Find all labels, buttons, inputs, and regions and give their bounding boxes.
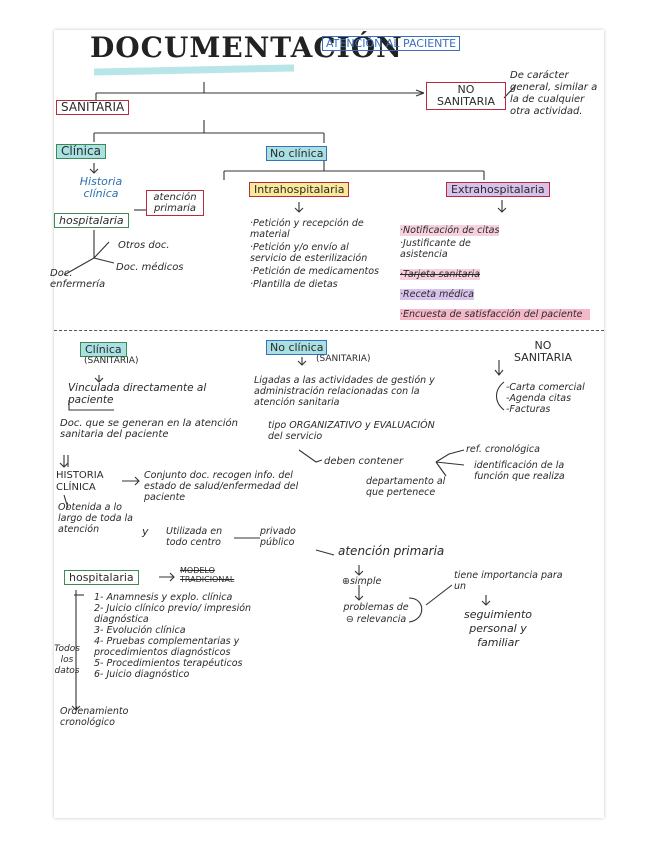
no-sanit-item: -Carta comercial <box>506 382 585 393</box>
historia-clinica-label: Historia clínica <box>79 175 123 200</box>
vinculada-text: Vinculada directamente al paciente <box>68 382 207 406</box>
ligadas-text: Ligadas a las actividades de gestión y a… <box>254 375 435 408</box>
label-clinica: Clínica <box>56 144 106 159</box>
no-sanitaria-bottom: NO SANITARIA <box>514 339 572 364</box>
utilizada-text: Utilizada en todo centro <box>166 526 223 548</box>
simple-text: ⊕simple <box>342 576 382 587</box>
hosp-step: 2- Juicio clínico previo/ impresión diag… <box>94 603 252 625</box>
page-subtitle: ATENCIÓN AL PACIENTE <box>322 36 461 51</box>
intra-item: ·Petición y/o envío al servicio de ester… <box>250 242 368 264</box>
hosp-step: 3- Evolución clínica <box>94 625 186 636</box>
no-sanit-list: -Carta comercial -Agenda citas -Facturas <box>506 382 604 415</box>
doc-medicos: Doc. médicos <box>116 262 184 273</box>
departamento-text: departamento al que pertenece <box>366 476 446 498</box>
doc-que-text: Doc. que se generan en la atención sanit… <box>60 418 239 440</box>
privado-publico: privado público <box>260 526 296 548</box>
hosp-step: 4- Pruebas complementarias y procedimien… <box>94 636 240 658</box>
no-sanitaria-description: De carácter general, similar a la de cua… <box>510 70 598 117</box>
ordenamiento-text: Ordenamiento cronológico <box>60 706 129 728</box>
extra-item: ·Tarjeta sanitaria <box>400 269 480 280</box>
intra-item: ·Petición y recepción de material <box>250 218 364 240</box>
extra-item: ·Justificante de asistencia <box>400 238 471 260</box>
label-clinica-bottom: Clínica <box>80 342 127 357</box>
ref-cronologica: ref. cronológica <box>466 444 540 455</box>
historia-clinica-bottom: HISTORIA CLÍNICA <box>56 470 104 493</box>
no-sanit-item: -Facturas <box>506 404 551 415</box>
seguimiento-text: seguimiento personal y familiar <box>463 608 533 649</box>
connector-lines <box>59 64 517 711</box>
extra-list: ·Notificación de citas ·Justificante de … <box>400 218 590 321</box>
otros-doc: Otros doc. <box>118 240 170 251</box>
tiene-importancia: tiene importancia para un <box>454 570 563 592</box>
section-divider <box>54 330 604 331</box>
extra-item: ·Receta médica <box>400 289 474 300</box>
tipo-text: tipo ORGANIZATIVO y EVALUACIÓN del servi… <box>268 420 435 442</box>
hospitalaria-box: hospitalaria <box>54 213 129 228</box>
extra-item: ·Notificación de citas <box>400 225 500 236</box>
intra-item: ·Plantilla de dietas <box>250 279 338 290</box>
clinica-sanitaria-tag: (SANITARIA) <box>84 356 139 366</box>
modelo-tradicional: MODELO TRADICIONAL <box>180 566 235 584</box>
atencion-primaria-bottom: atención primaria <box>338 544 445 558</box>
extra-item: ·Encuesta de satisfacción del paciente <box>400 309 590 320</box>
intrahospitalaria-box: Intrahospitalaria <box>249 182 350 197</box>
intra-list: ·Petición y recepción de material ·Petic… <box>250 218 380 290</box>
hosp-steps: 1- Anamnesis y explo. clínica 2- Juicio … <box>94 592 304 680</box>
hosp-step: 1- Anamnesis y explo. clínica <box>94 592 233 603</box>
label-no-clinica-bottom: No clínica <box>266 340 328 355</box>
intra-item: ·Petición de medicamentos <box>250 266 379 277</box>
label-no-clinica: No clínica <box>266 146 328 161</box>
obtenida-text: Obtenida a lo largo de toda la atención <box>58 502 133 535</box>
notebook-page: DOCUMENTACIÓN ATENCIÓN AL PACIENTE SANIT… <box>50 30 604 818</box>
no-clinica-sanitaria-tag: (SANITARIA) <box>316 354 371 364</box>
conjunto-text: Conjunto doc. recogen info. del estado d… <box>144 470 299 503</box>
problemas-text: problemas de ⊖ relevancia <box>343 602 409 625</box>
no-sanit-item: -Agenda citas <box>506 393 572 404</box>
hospitalaria-bottom-box: hospitalaria <box>64 570 139 585</box>
extrahospitalaria-box: Extrahospitalaria <box>446 182 550 197</box>
deben-contener: deben contener <box>324 456 404 467</box>
hosp-step: 6- Juicio diagnóstico <box>94 669 190 680</box>
hosp-step: 5- Procedimientos terapéuticos <box>94 658 243 669</box>
identificacion-text: identificación de la función que realiza <box>474 460 565 482</box>
label-sanitaria: SANITARIA <box>56 100 130 115</box>
todos-datos: Todos los datos <box>54 644 80 676</box>
atencion-primaria-box: atención primaria <box>146 190 204 216</box>
doc-enfermeria: Doc. enfermería <box>50 268 106 290</box>
label-no-sanitaria: NO SANITARIA <box>426 82 506 110</box>
y-connector: y <box>142 525 149 538</box>
